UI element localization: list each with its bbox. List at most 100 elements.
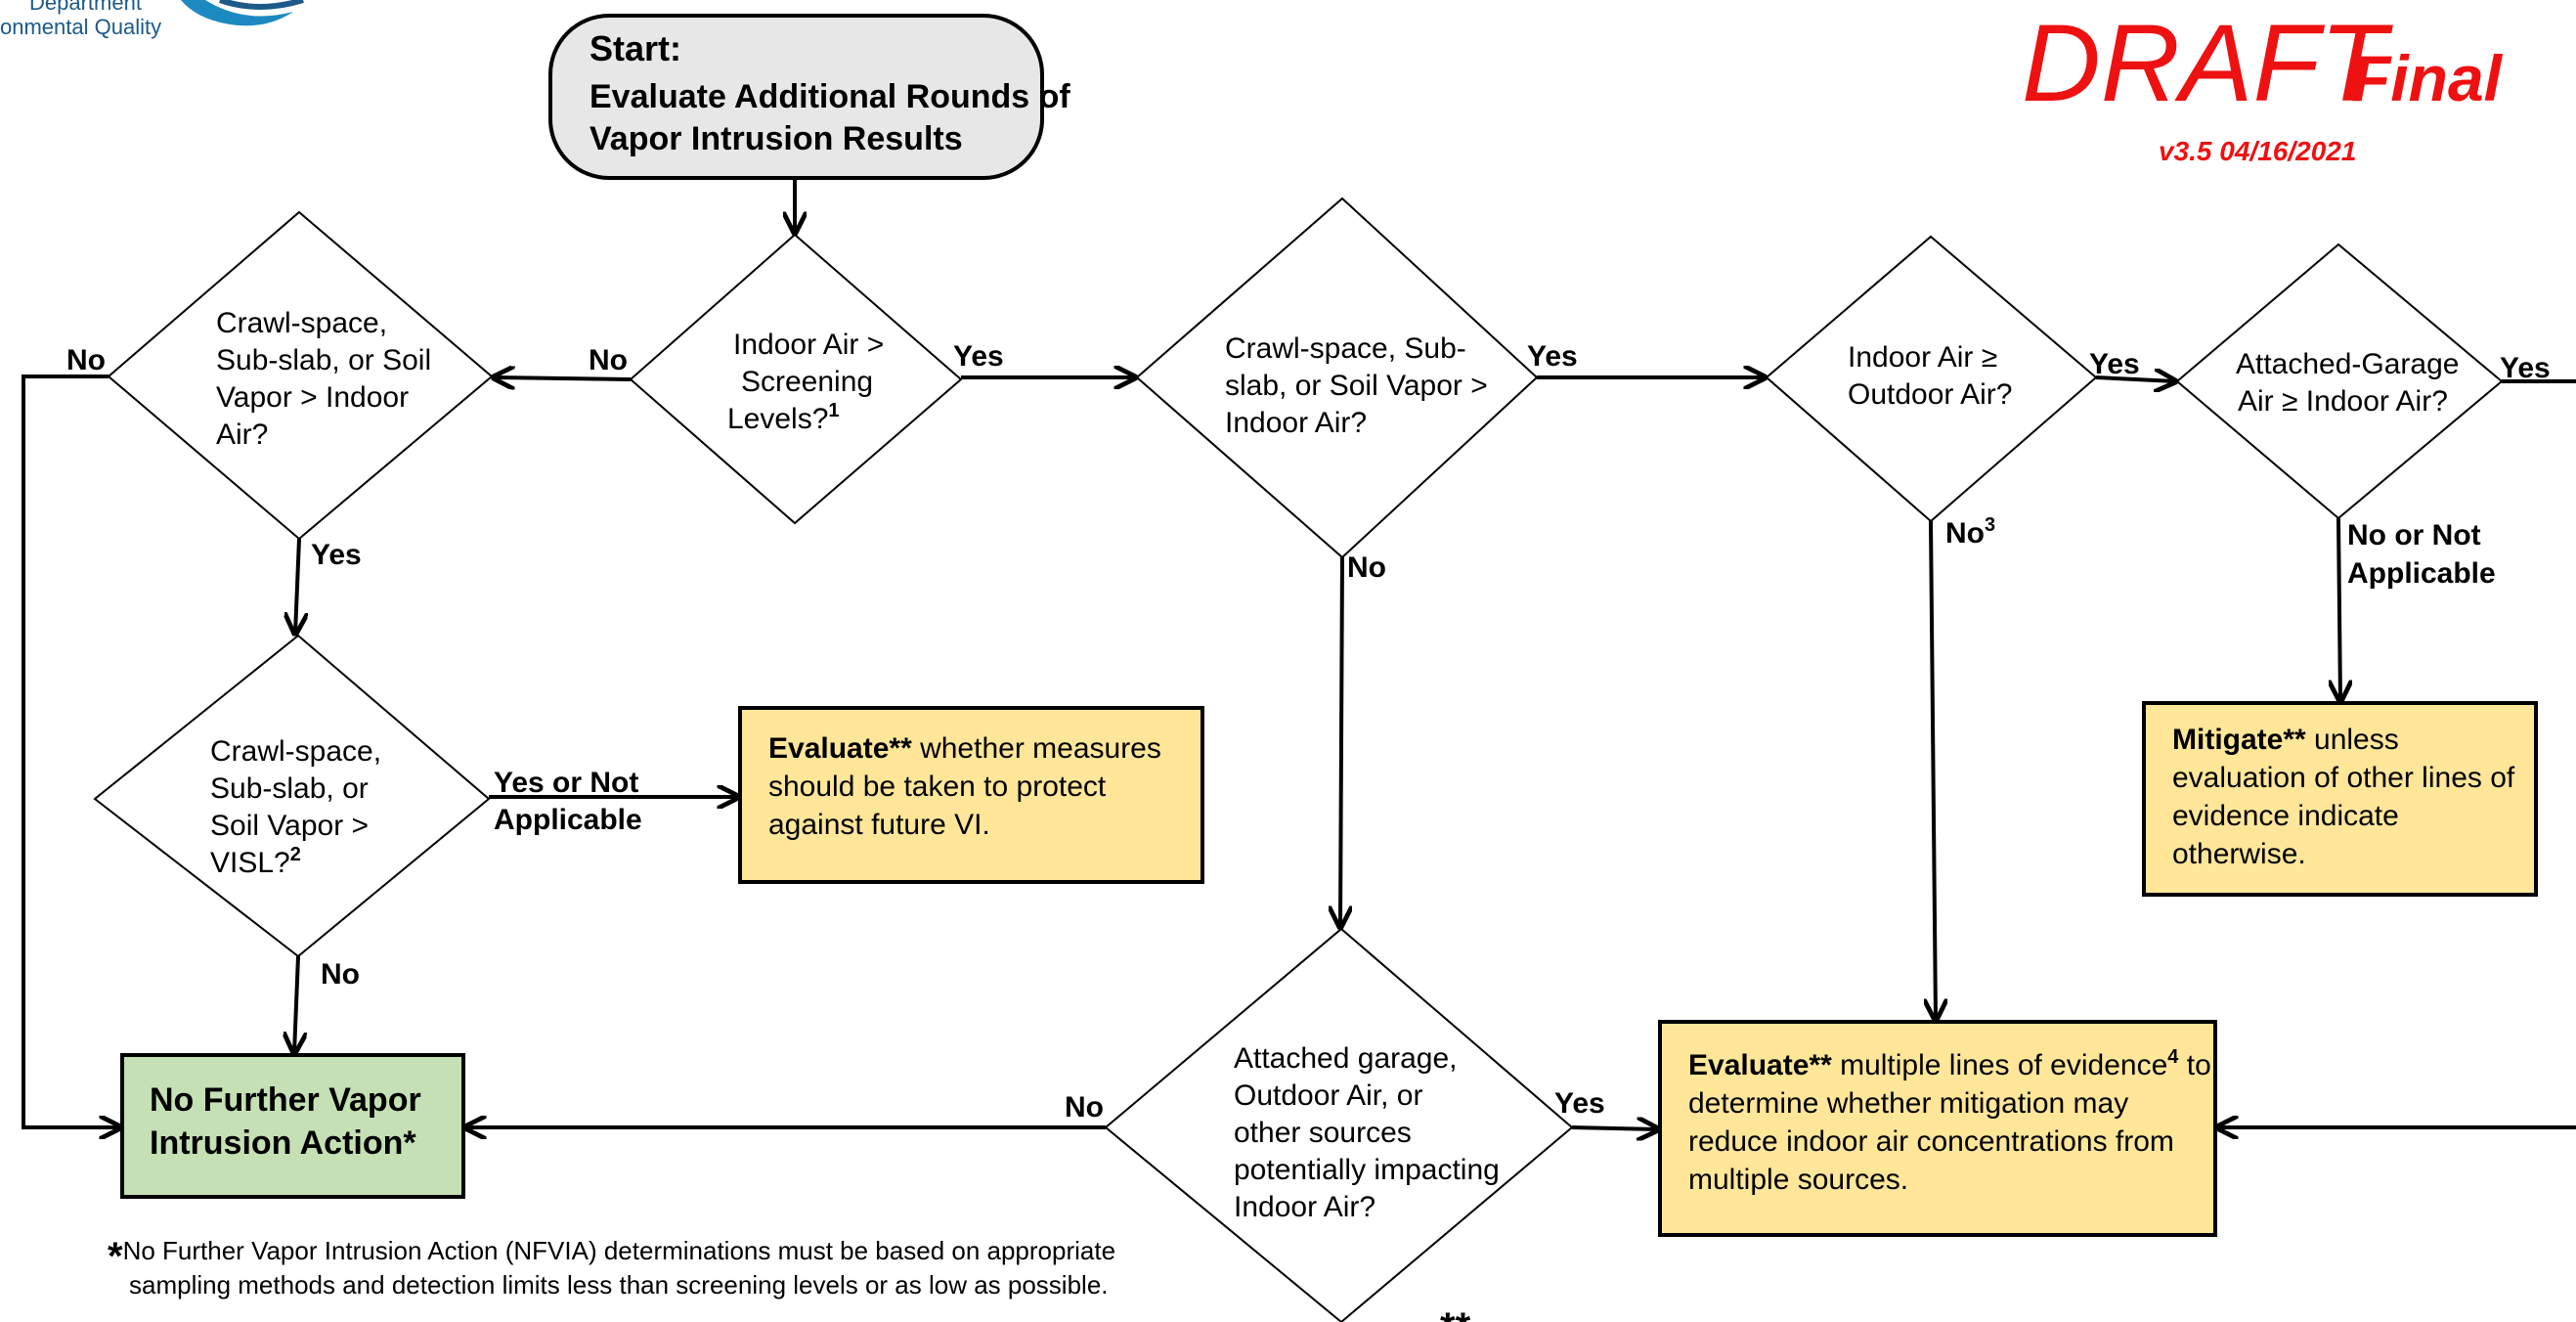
indoor-screening-line-1: Indoor Air > [733, 329, 884, 361]
label-visl-yes-1: Yes or Not [494, 767, 638, 799]
label-mid-soil-no: No [1347, 551, 1386, 584]
svg-text:Crawl-space, Sub- slab, or: Crawl-space, Sub- slab, or Soil Vapor > … [1225, 332, 1496, 439]
svg-text:Indoor Air > Screening: Indoor Air > Screening Levels?1 [727, 329, 893, 435]
label-visl-no: No [321, 958, 360, 991]
mitigate-line-2: evaluation of other lines of [2172, 762, 2515, 794]
label-other-no: No [1065, 1091, 1104, 1124]
label-left-soil-yes: Yes [311, 539, 362, 571]
logo-line-1: Department [29, 0, 142, 15]
evaluate-future-first: whether measures [912, 732, 1161, 765]
evaluate-multiple-line-2: determine whether mitigation may [1688, 1087, 2128, 1120]
mitigate-first: unless [2306, 724, 2399, 756]
garage-line-2: Air ≥ Indoor Air? [2238, 385, 2448, 418]
decision-garage [2175, 242, 2504, 520]
arrow-left-soil-yes [295, 538, 299, 634]
arrow-garage-no [2338, 517, 2340, 701]
version-label: v3.5 04/16/2021 [2159, 136, 2356, 166]
label-screening-no: No [589, 344, 628, 376]
label-garage-yes: Yes [2500, 352, 2551, 384]
mid-soil-vapor-line-2: slab, or Soil Vapor > [1225, 370, 1488, 402]
arrow-other-yes [1571, 1127, 1658, 1129]
svg-text:Evaluate** whether measures: Evaluate** whether measures should be ta… [768, 732, 1169, 841]
left-soil-vapor-line-1: Crawl-space, [216, 307, 387, 339]
wave-icon-2 [219, 0, 304, 10]
visl-sup: 2 [290, 844, 301, 865]
indoor-outdoor-line-2: Outdoor Air? [1848, 378, 2012, 411]
label-mid-soil-yes: Yes [1527, 340, 1578, 373]
arrow-indoor-outdoor-no [1931, 520, 1936, 1020]
svg-text:Mitigate** unless evaluati: Mitigate** unless evaluation of other li… [2172, 724, 2523, 870]
label-visl-yes-2: Applicable [494, 804, 642, 836]
mitigate-bold: Mitigate** [2172, 724, 2306, 756]
draft-title: DRAFT [2022, 2, 2394, 124]
indoor-outdoor-line-1: Indoor Air ≥ [1848, 341, 1997, 374]
evaluate-future-line-2: should be taken to protect [768, 771, 1107, 803]
other-sources-line-1: Attached garage, [1234, 1042, 1458, 1075]
start-line-1: Evaluate Additional Rounds of [589, 78, 1070, 115]
svg-text:Crawl-space, Sub-slab, or: Crawl-space, Sub-slab, or Soil Vapor > I… [216, 307, 439, 451]
svg-text:Yes or Not Applicable: Yes or Not Applicable [494, 767, 647, 836]
svg-text:Indoor Air ≥ Outdoor Air?: Indoor Air ≥ Outdoor Air? [1848, 341, 2012, 411]
evaluate-multiple-sup: 4 [2167, 1046, 2179, 1068]
evaluate-multiple-tail: to [2178, 1049, 2210, 1081]
footnote-star: * [108, 1235, 123, 1278]
decision-indoor-screening [629, 233, 963, 525]
garage-line-1: Attached-Garage [2236, 348, 2459, 380]
mitigate-line-3: evidence indicate [2172, 800, 2399, 832]
arrow-left-soil-no [22, 375, 120, 1127]
evaluate-multiple-line-4: multiple sources. [1688, 1164, 1908, 1196]
visl-line-3: Soil Vapor > [210, 810, 369, 842]
final-title: Final [2351, 42, 2504, 114]
label-indoor-outdoor-no: No [1945, 517, 1985, 550]
svg-text:Attached-Garage Air ≥ Indo: Attached-Garage Air ≥ Indoor Air? [2236, 348, 2467, 418]
svg-text:No or Not Applicable: No or Not Applicable [2347, 519, 2496, 590]
evaluate-multiple-first: multiple lines of evidence [1832, 1049, 2168, 1081]
left-soil-vapor-line-3: Vapor > Indoor [216, 381, 409, 414]
no-further-line-2: Intrusion Action* [150, 1124, 416, 1162]
logo-line-2: onmental Quality [0, 15, 161, 39]
arrow-screening-no [494, 377, 632, 379]
agency-logo: Department onmental Quality [0, 0, 304, 39]
footnote-line-2: sampling methods and detection limits le… [129, 1270, 1109, 1300]
svg-text:No Further Vapor Intrusion: No Further Vapor Intrusion Action* [150, 1081, 430, 1162]
svg-text:Crawl-space, Sub-slab, or: Crawl-space, Sub-slab, or Soil Vapor > V… [210, 735, 389, 879]
svg-text:Attached garage, Outdoor A: Attached garage, Outdoor Air, or other s… [1234, 1042, 1507, 1223]
indoor-screening-line-3: Levels? [727, 403, 828, 435]
other-sources-line-2: Outdoor Air, or [1234, 1080, 1422, 1112]
box-evaluate-multiple [1658, 1020, 2217, 1237]
visl-line-1: Crawl-space, [210, 735, 381, 768]
arrow-indoor-outdoor-yes [2095, 377, 2175, 381]
start-title: Start: [589, 28, 681, 68]
svg-text:No3: No3 [1945, 514, 1995, 550]
label-indoor-outdoor-no-sup: 3 [1985, 514, 1995, 536]
left-soil-vapor-line-2: Sub-slab, or Soil [216, 344, 431, 376]
footnote-double-star: ** [1440, 1305, 1471, 1322]
label-indoor-outdoor-yes: Yes [2089, 348, 2140, 380]
svg-text:Evaluate** multiple lines of e: Evaluate** multiple lines of evidence4 t… [1688, 1046, 2219, 1196]
label-other-yes: Yes [1554, 1087, 1605, 1120]
arrow-mid-soil-no [1340, 556, 1342, 927]
mid-soil-vapor-line-1: Crawl-space, Sub- [1225, 332, 1466, 365]
box-evaluate-future-vi [738, 706, 1204, 884]
evaluate-future-bold: Evaluate** [768, 732, 912, 765]
left-soil-vapor-line-4: Air? [216, 419, 268, 451]
label-screening-yes: Yes [953, 340, 1004, 373]
mid-soil-vapor-line-3: Indoor Air? [1225, 407, 1367, 439]
svg-text:*No Further Vapor Intrusion Ac: *No Further Vapor Intrusion Action (NFVI… [108, 1235, 1122, 1300]
no-further-line-1: No Further Vapor [150, 1081, 421, 1119]
connectors [22, 178, 2576, 1129]
indoor-screening-sup: 1 [828, 400, 839, 421]
mitigate-line-4: otherwise. [2172, 838, 2306, 870]
wave-icon [181, 0, 293, 26]
box-mitigate [2142, 701, 2538, 897]
footnote-line-1: No Further Vapor Intrusion Action (NFVIA… [123, 1236, 1115, 1265]
decision-other-sources [1104, 927, 1574, 1322]
other-sources-line-4: potentially impacting [1234, 1154, 1500, 1186]
start-line-2: Vapor Intrusion Results [589, 120, 963, 157]
label-left-soil-no: No [66, 344, 106, 376]
other-sources-line-5: Indoor Air? [1234, 1191, 1375, 1223]
visl-line-4: VISL? [210, 847, 290, 879]
visl-line-2: Sub-slab, or [210, 772, 369, 805]
evaluate-future-line-3: against future VI. [768, 809, 990, 841]
